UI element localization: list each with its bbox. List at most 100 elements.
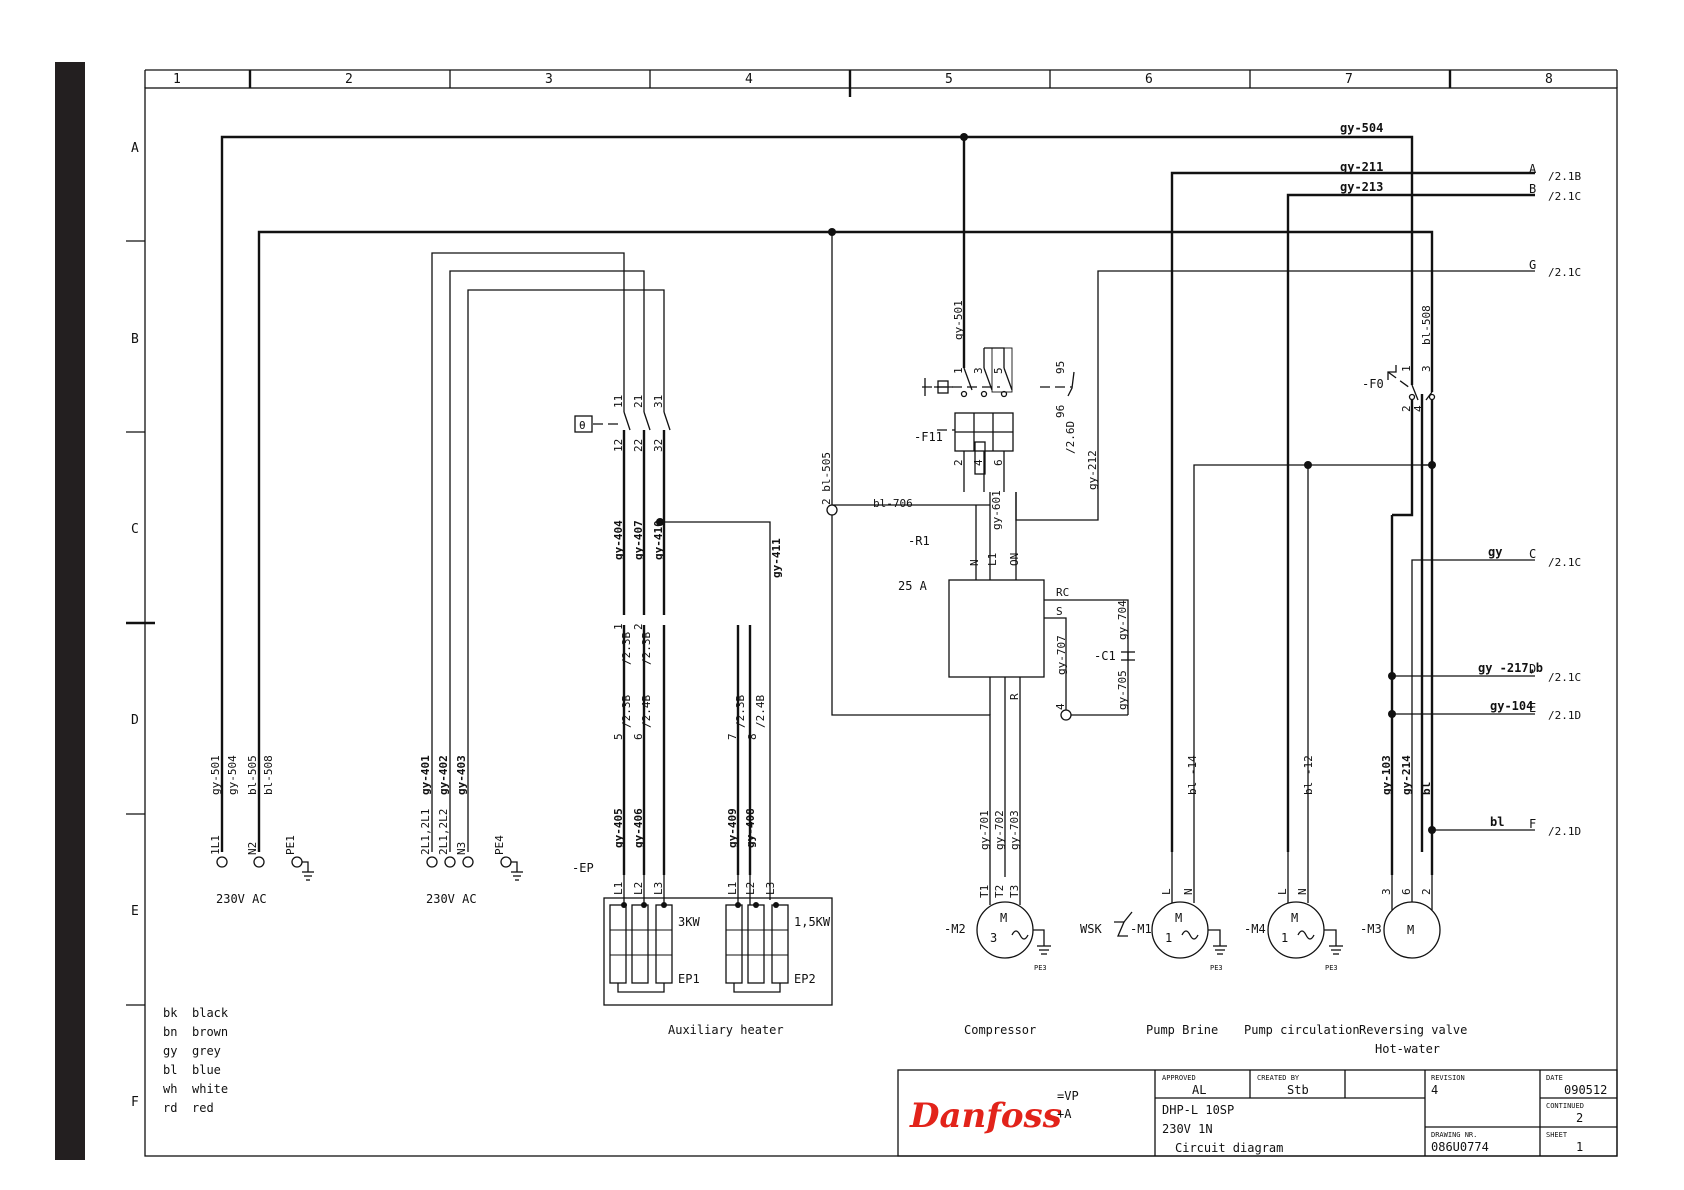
m2-phase: 3 bbox=[990, 931, 997, 945]
ref-letter-b: B bbox=[1529, 182, 1536, 196]
tb-approved-label: APPROVED bbox=[1162, 1074, 1196, 1082]
wire-label-bl-m3: bl bbox=[1420, 782, 1433, 795]
col-label-4: 4 bbox=[745, 72, 753, 87]
m1-label: -M1 bbox=[1130, 922, 1152, 936]
sheet-margin-bar bbox=[55, 62, 85, 1160]
m3-terminal-2: 2 bbox=[1420, 888, 1433, 895]
caption-compressor: Compressor bbox=[964, 1023, 1036, 1037]
terminal-22: 22 bbox=[632, 439, 645, 452]
tb-doc: Circuit diagram bbox=[1175, 1141, 1283, 1155]
wire-label-gy-410: gy-410 bbox=[652, 520, 665, 560]
tb-drawing-label: DRAWING NR. bbox=[1431, 1131, 1477, 1139]
wire-label-gy-211: gy-211 bbox=[1340, 160, 1383, 174]
tb-date-label: DATE bbox=[1546, 1074, 1563, 1082]
f0-terminal-4: 4 bbox=[1412, 405, 1425, 412]
ep2-power: 1,5KW bbox=[794, 915, 831, 929]
wire-label-gy-501-f11: gy-501 bbox=[952, 300, 965, 340]
wsk-label: WSK bbox=[1080, 922, 1102, 936]
danfoss-logo: Danfoss bbox=[909, 1096, 1062, 1136]
terminal-r1-on: ON bbox=[1008, 553, 1021, 566]
junction-dot bbox=[960, 133, 968, 141]
ref-letter-a: A bbox=[1529, 162, 1537, 176]
terminal-f11-3: 3 bbox=[972, 367, 985, 374]
ref-letter-d: D bbox=[1529, 662, 1536, 676]
pump-brine-m1 bbox=[1114, 852, 1227, 959]
wire-label-gy-601: gy-601 bbox=[990, 490, 1003, 530]
wire-label-gy-405: gy-405 bbox=[612, 808, 625, 848]
ep2-terminal-l3: L3 bbox=[764, 882, 777, 895]
tb-revision: 4 bbox=[1431, 1083, 1438, 1097]
wire-label-gy-104: gy-104 bbox=[1490, 699, 1533, 713]
f0-terminal-2: 2 bbox=[1400, 405, 1413, 412]
ref-c: /2.1C bbox=[1548, 556, 1581, 569]
k2-terminal-5: 5 bbox=[612, 733, 625, 740]
terminal-f11-5: 5 bbox=[992, 367, 1005, 374]
wire-label-gy-402: gy-402 bbox=[437, 755, 450, 795]
row-label-c: C bbox=[131, 522, 139, 537]
tb-drawing: 086U0774 bbox=[1431, 1140, 1489, 1154]
col-label-1: 1 bbox=[173, 72, 181, 87]
tb-vp: =VP bbox=[1057, 1089, 1079, 1103]
tb-supply: 230V 1N bbox=[1162, 1122, 1213, 1136]
ref-b: /2.1C bbox=[1548, 190, 1581, 203]
tb-created-label: CREATED BY bbox=[1257, 1074, 1300, 1082]
wire-label-bl-706: bl-706 bbox=[873, 497, 913, 510]
m3-terminal-3: 3 bbox=[1380, 888, 1393, 895]
wire-label-bl-f: bl bbox=[1490, 815, 1504, 829]
col-label-6: 6 bbox=[1145, 72, 1153, 87]
ep-terminal-l2: L2 bbox=[632, 882, 645, 895]
tb-sheet: 1 bbox=[1576, 1140, 1583, 1154]
ref-letter-g: G bbox=[1529, 258, 1536, 272]
m1-terminal-l: L bbox=[1160, 888, 1173, 895]
col-label-8: 8 bbox=[1545, 72, 1553, 87]
compressor-m2 bbox=[976, 877, 1051, 959]
k1-ref-2: /2.3B bbox=[640, 632, 653, 665]
terminals-left bbox=[216, 856, 523, 881]
terminal-n3: N3 bbox=[455, 842, 468, 855]
legend-name: white bbox=[192, 1082, 228, 1096]
row-label-e: E bbox=[131, 904, 139, 919]
ref-letter-e: E bbox=[1529, 701, 1536, 715]
ref-letter-c: C bbox=[1529, 547, 1536, 561]
wire-label-gy-404: gy-404 bbox=[612, 520, 625, 560]
junction-dot bbox=[1388, 710, 1396, 718]
caption-pump-circulation: Pump circulation bbox=[1244, 1023, 1360, 1037]
tb-a: +A bbox=[1057, 1107, 1072, 1121]
wire-label-bl-14: bl -14 bbox=[1186, 755, 1199, 795]
k3-terminal-8: 8 bbox=[746, 733, 759, 740]
terminal-t3: T3 bbox=[1008, 885, 1021, 898]
tb-revision-label: REVISION bbox=[1431, 1074, 1465, 1082]
ep2-label: EP2 bbox=[794, 972, 816, 986]
ep1-power: 3KW bbox=[678, 915, 700, 929]
terminal-r1-s: S bbox=[1056, 605, 1063, 618]
terminal-t1: T1 bbox=[978, 885, 991, 898]
wire-label-gy-504-bot: gy-504 bbox=[226, 755, 239, 795]
wire-label-gy-703: gy-703 bbox=[1008, 810, 1021, 850]
pe3-m1: PE3 bbox=[1210, 964, 1223, 972]
terminal-31: 31 bbox=[652, 395, 665, 408]
m3-label: -M3 bbox=[1360, 922, 1382, 936]
wire-label-gy-401: gy-401 bbox=[419, 755, 432, 795]
junction-dot bbox=[1304, 461, 1312, 469]
reversing-valve-m3 bbox=[1383, 365, 1441, 959]
wire-label-gy-403: gy-403 bbox=[455, 755, 468, 795]
terminal-r1-rc: RC bbox=[1056, 586, 1069, 599]
k2-terminal-6: 6 bbox=[632, 733, 645, 740]
wire-label-gy-c: gy bbox=[1488, 545, 1502, 559]
legend-name: brown bbox=[192, 1025, 228, 1039]
wire-label-bl-508-bot: bl-508 bbox=[262, 755, 275, 795]
terminal-11: 11 bbox=[612, 395, 625, 408]
wire-label-gy-212: gy-212 bbox=[1086, 450, 1099, 490]
tb-created: Stb bbox=[1287, 1083, 1309, 1097]
supply-label-2: 230V AC bbox=[426, 892, 477, 906]
col-label-7: 7 bbox=[1345, 72, 1353, 87]
terminal-12: 12 bbox=[612, 439, 625, 452]
m4-terminal-l: L bbox=[1276, 888, 1289, 895]
wire-label-gy-704: gy-704 bbox=[1116, 600, 1129, 640]
junction-dot bbox=[656, 518, 664, 526]
junction-dot bbox=[1428, 461, 1436, 469]
wire-label-bl-508: bl-508 bbox=[1420, 305, 1433, 345]
f11-label: -F11 bbox=[914, 430, 943, 444]
legend-code: bk bbox=[163, 1006, 178, 1020]
